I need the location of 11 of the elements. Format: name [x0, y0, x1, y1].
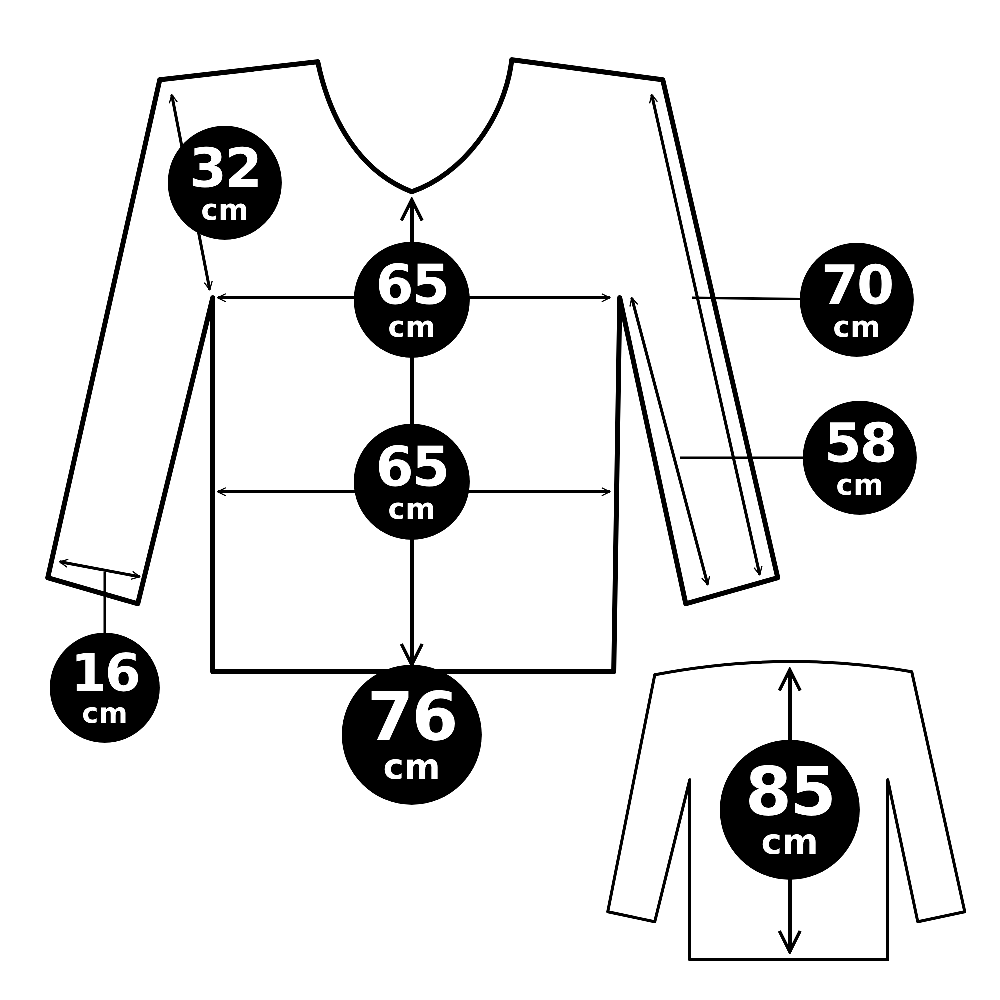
leader-line — [104, 572, 106, 633]
measurement-value: 65 cm — [376, 440, 448, 524]
measurement-value: 16 cm — [70, 648, 140, 728]
measurement-value: 76 cm — [367, 684, 457, 786]
measurement-value: 70 cm — [821, 258, 893, 342]
measurement-value: 58 cm — [824, 416, 896, 500]
leader-line — [692, 296, 800, 301]
measurement-value: 85 cm — [745, 759, 835, 861]
measurement-value: 32 cm — [189, 142, 261, 224]
leader-line — [680, 456, 803, 460]
measurement-value: 65 cm — [376, 258, 448, 342]
